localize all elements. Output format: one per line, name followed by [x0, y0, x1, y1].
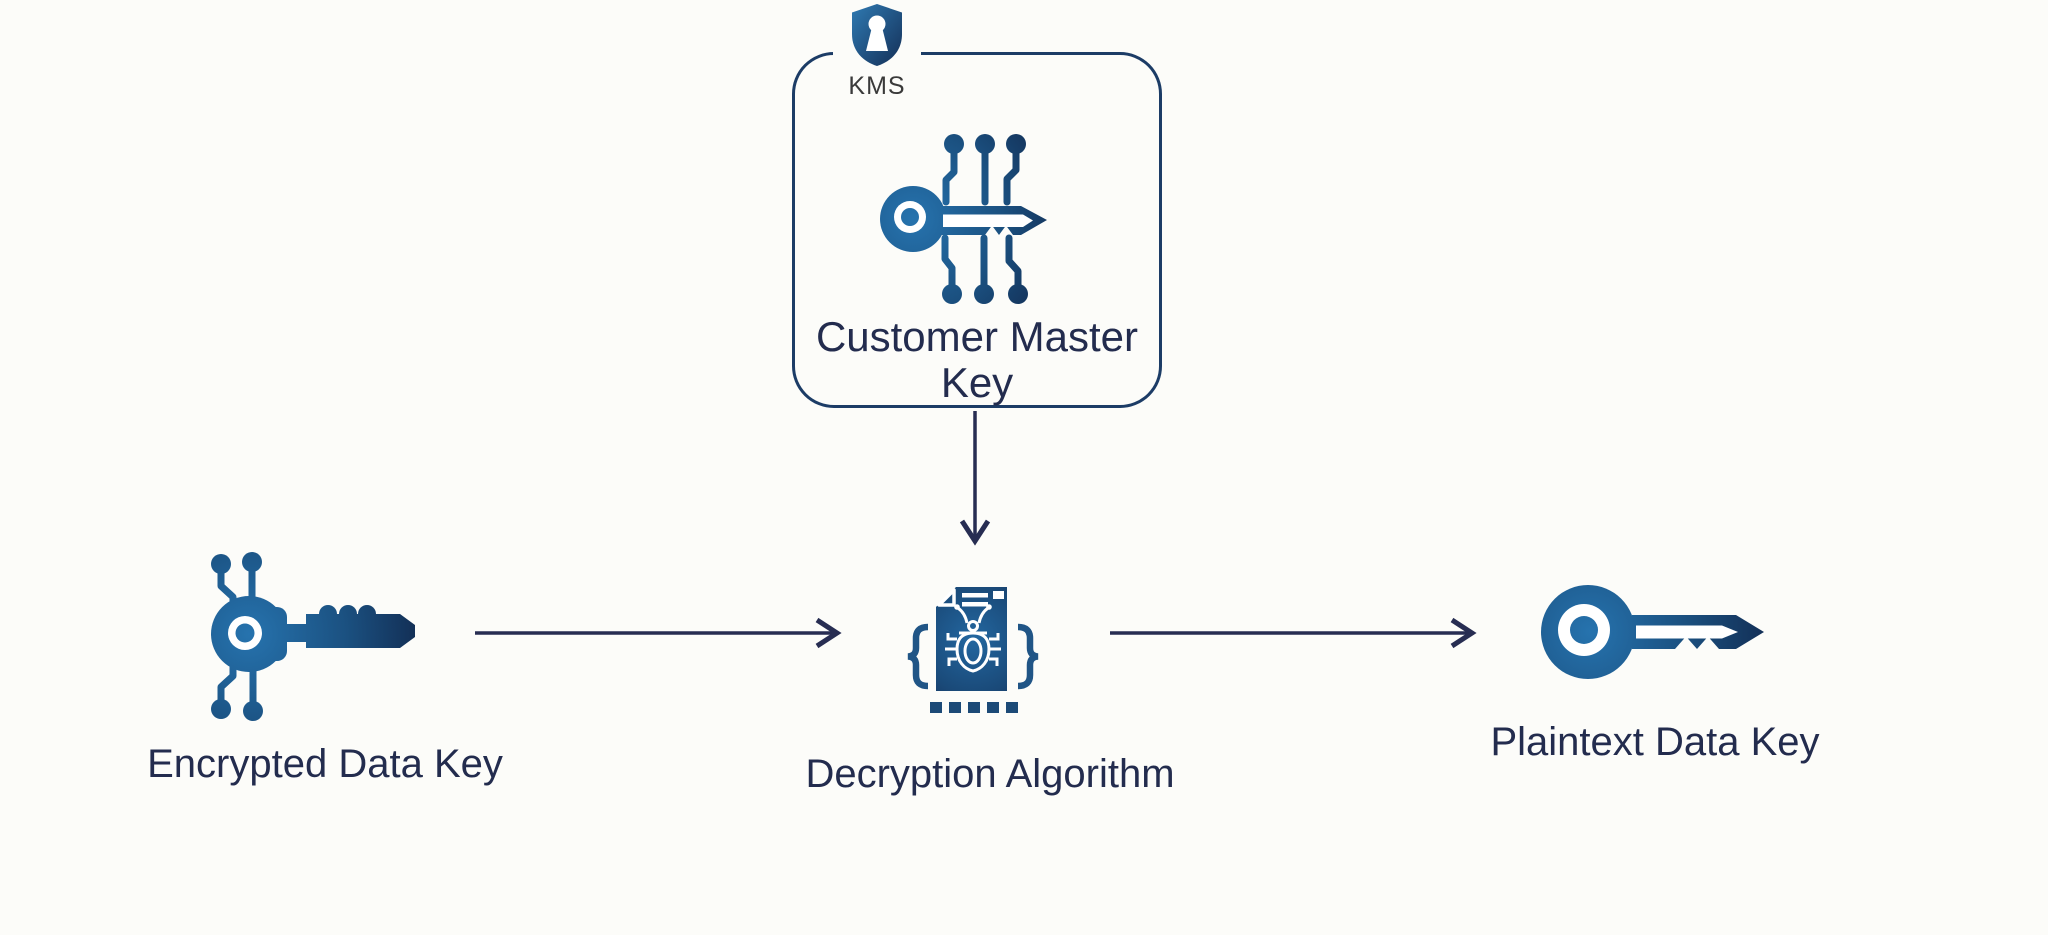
left-brace-glyph — [907, 623, 929, 690]
arrow-decryption-to-plaintext — [1110, 617, 1477, 649]
plaintext-data-key-label: Plaintext Data Key — [1490, 720, 1820, 764]
kms-badge-label: KMS — [848, 72, 906, 100]
customer-master-key-label: Customer Master Key — [794, 314, 1160, 406]
encrypted-data-key-label: Encrypted Data Key — [147, 742, 503, 786]
encrypted-circuit-key-icon — [211, 552, 415, 721]
decryption-algorithm-icon — [907, 587, 1039, 713]
decryption-algorithm-label: Decryption Algorithm — [805, 752, 1175, 796]
bug-glyph — [945, 606, 1001, 673]
right-brace-glyph — [1017, 623, 1039, 690]
circuit-key-icon — [880, 134, 1047, 304]
kms-badge — [833, 2, 921, 74]
kms-shield-icon — [852, 4, 902, 66]
arrow-cmk-to-decryption — [959, 411, 991, 546]
customer-master-key-label-line1: Customer Master — [815, 313, 1139, 360]
customer-master-key-box — [792, 52, 1162, 408]
arrow-encrypted-to-decryption — [475, 617, 842, 649]
dashed-pins-glyph — [930, 702, 1018, 713]
customer-master-key-label-line2: Key — [940, 359, 1014, 406]
plaintext-key-icon — [1541, 585, 1764, 679]
